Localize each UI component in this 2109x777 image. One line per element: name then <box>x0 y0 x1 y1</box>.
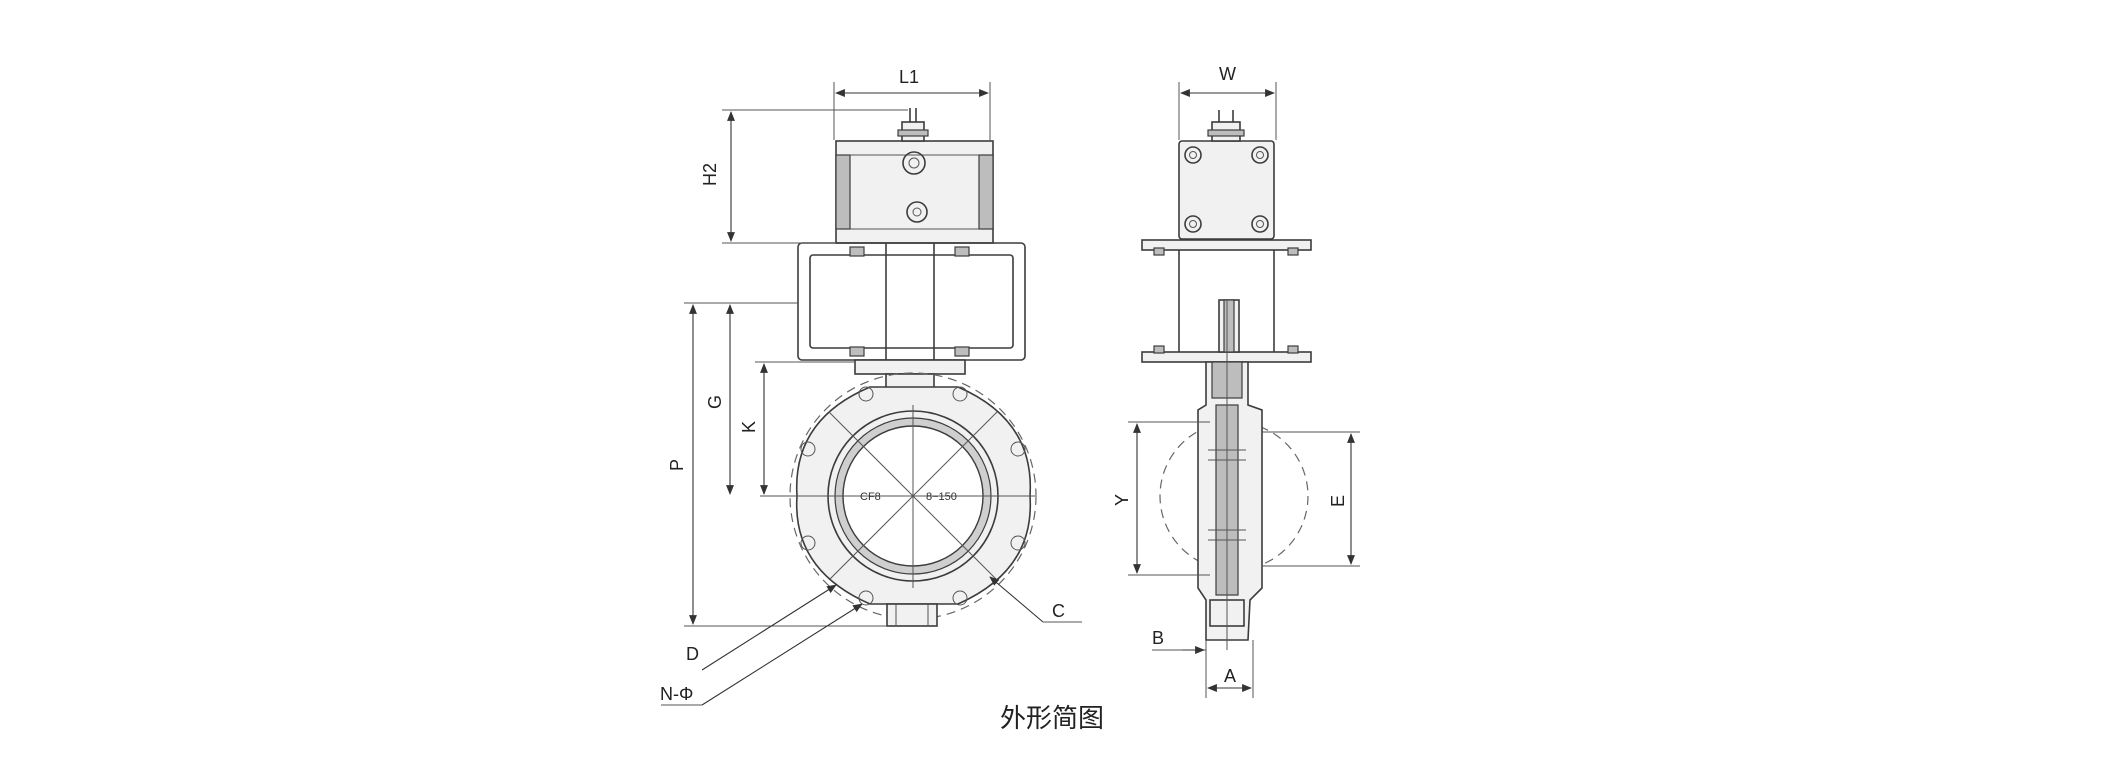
label-g: G <box>705 395 725 409</box>
label-p: P <box>667 459 687 471</box>
dimension-y: Y <box>1112 421 1210 576</box>
label-h2: H2 <box>700 163 720 186</box>
actuator-front <box>835 108 994 244</box>
label-a: A <box>1224 666 1236 686</box>
label-d: D <box>686 644 699 664</box>
valve-body-front: CF8 8−150 <box>760 372 1037 627</box>
mounting-bracket-front <box>797 242 1026 391</box>
leader-n-phi: N-Φ <box>660 603 863 706</box>
front-view: CF8 8−150 L1 H2 P G <box>660 67 1082 706</box>
label-e: E <box>1328 495 1348 507</box>
drawing-caption: 外形简图 <box>1000 704 1104 734</box>
label-b: B <box>1152 628 1164 648</box>
leader-d: D <box>686 584 837 671</box>
label-w: W <box>1219 64 1236 84</box>
valve-body-side <box>1159 299 1309 650</box>
dimension-w: W <box>1178 64 1277 140</box>
dimension-b: B <box>1152 628 1206 654</box>
dimension-a: A <box>1205 640 1254 698</box>
dimension-p: P <box>667 302 887 627</box>
rating-mark: 8−150 <box>926 491 957 503</box>
actuator-side <box>1178 110 1275 240</box>
dimension-k: K <box>739 361 855 495</box>
label-c: C <box>1052 601 1065 621</box>
label-y: Y <box>1112 494 1132 506</box>
label-l1: L1 <box>899 67 919 87</box>
dimension-g: G <box>705 304 734 495</box>
label-n-phi: N-Φ <box>660 684 693 704</box>
dimension-h2: H2 <box>700 109 908 244</box>
material-mark: CF8 <box>860 491 881 503</box>
label-k: K <box>739 421 759 433</box>
dimension-e: E <box>1262 431 1360 567</box>
side-view: W Y E B A <box>1112 64 1360 698</box>
dimension-l1: L1 <box>833 67 991 140</box>
leader-c: C <box>989 576 1082 623</box>
